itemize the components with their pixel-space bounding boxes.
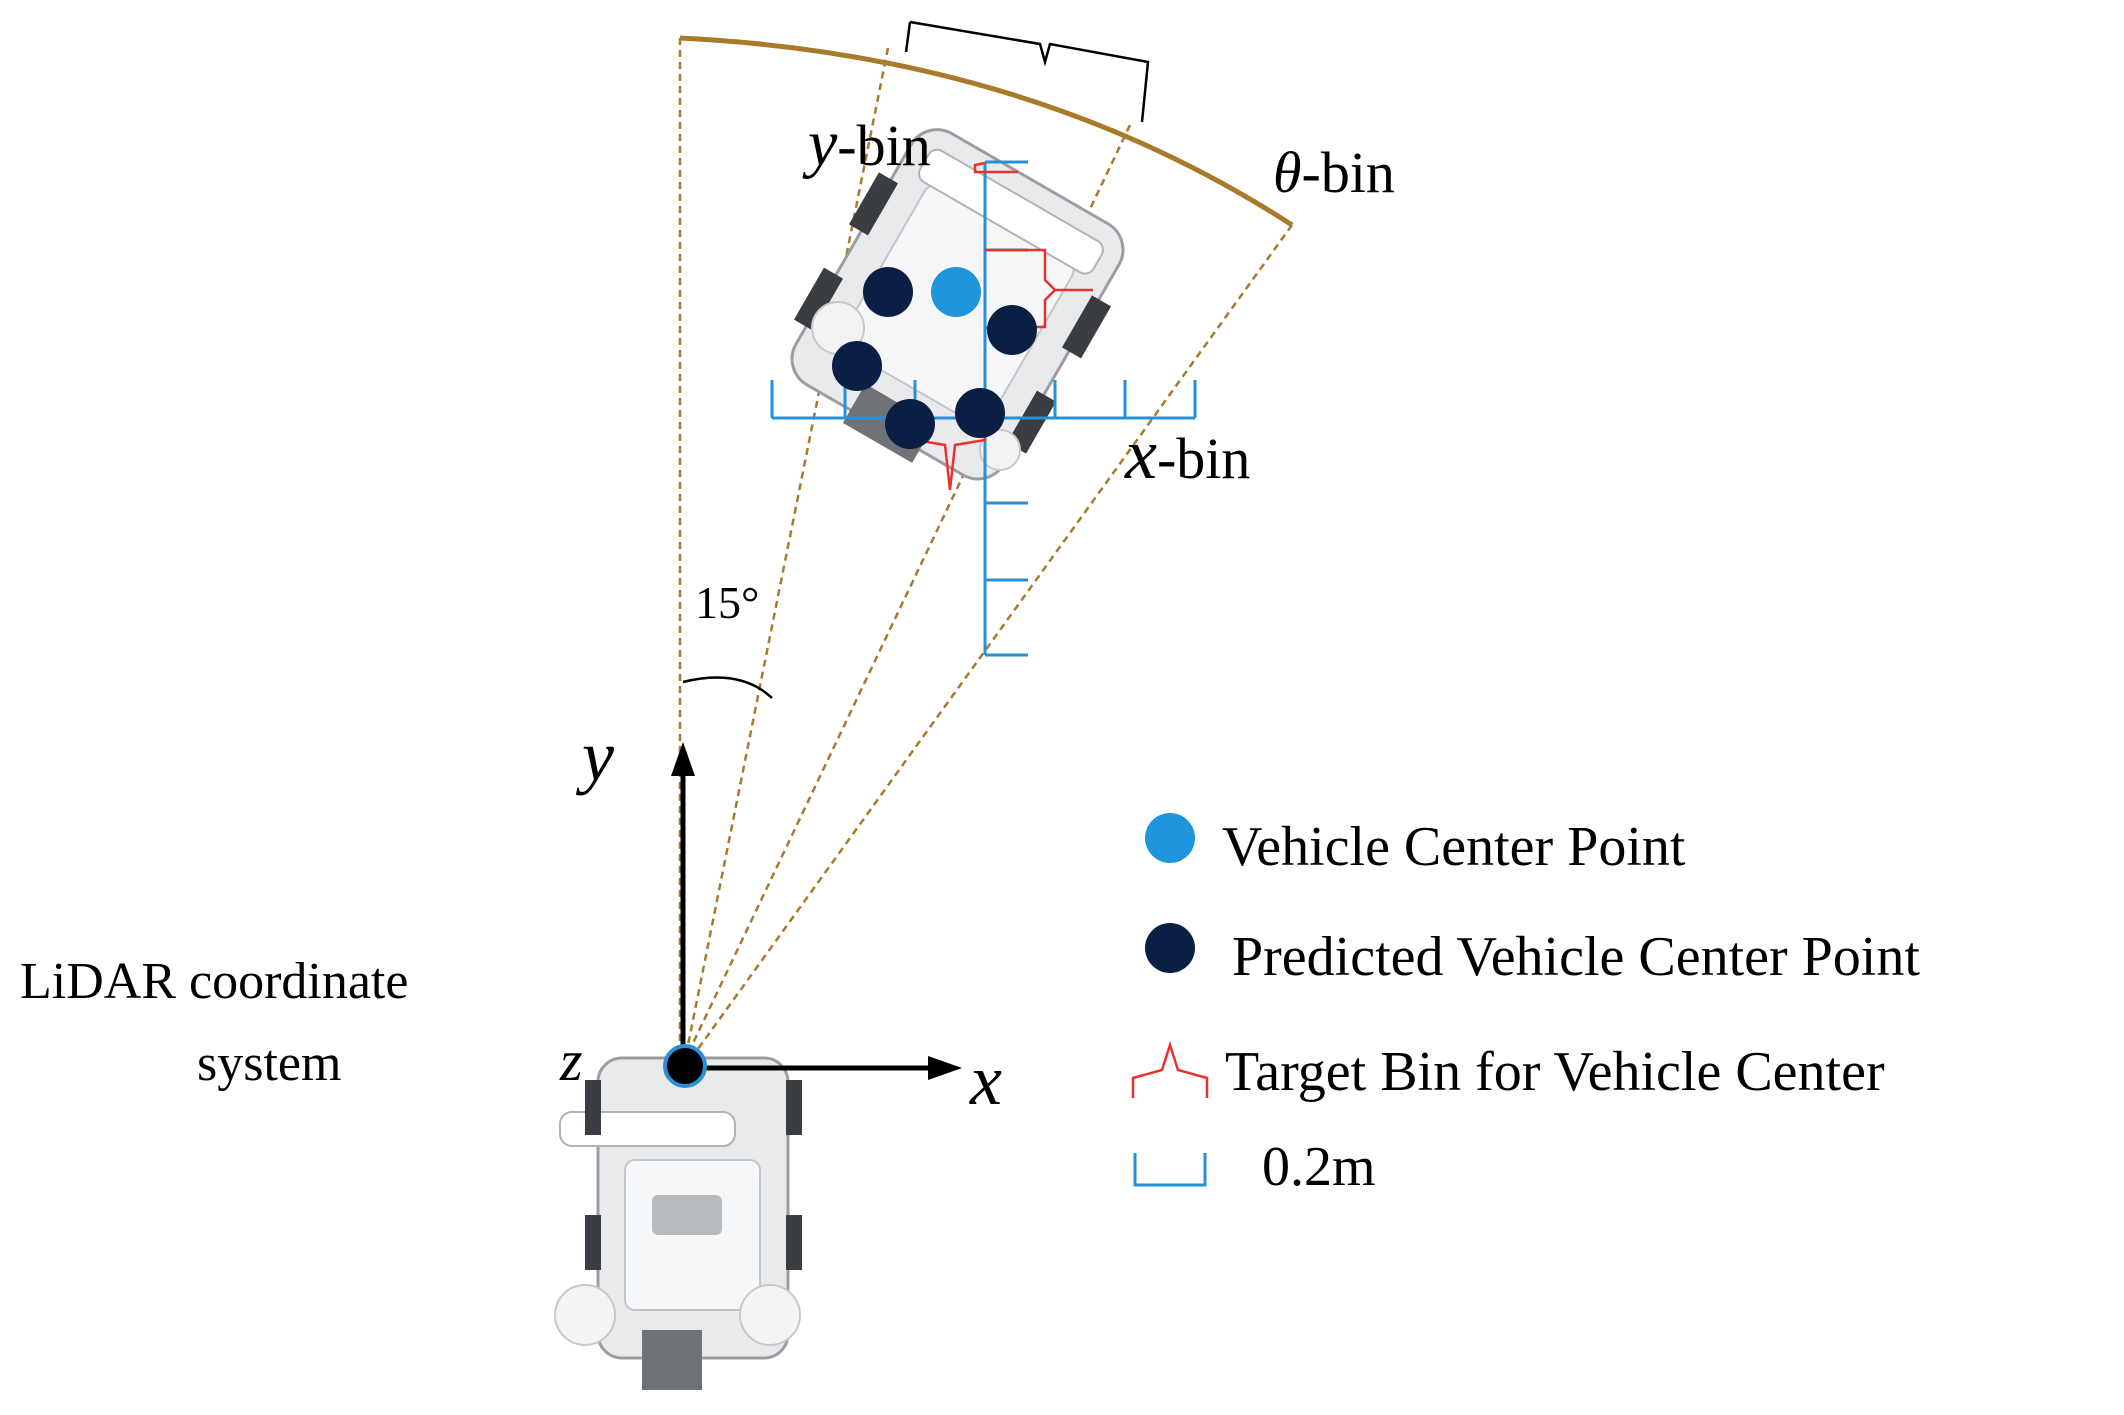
sector-ray-inner-left: [683, 47, 890, 1061]
x-bin-var: x: [1124, 414, 1157, 494]
lidar-origin: [663, 1044, 707, 1088]
x-axis-arrowhead: [928, 1056, 962, 1080]
ego-vehicle-control: [652, 1195, 722, 1235]
target-vehicle-wheel-1: [848, 172, 899, 236]
z-axis-label: z: [559, 1028, 583, 1093]
lidar-label-line2: system: [197, 1035, 341, 1092]
legend: Vehicle Center Point Predicted Vehicle C…: [1131, 813, 1920, 1198]
center-points: [832, 267, 1037, 449]
target-vehicle-bumper: [918, 148, 1104, 275]
legend-target-bin-label: Target Bin for Vehicle Center: [1225, 1041, 1885, 1103]
predicted-center-point-4: [885, 399, 935, 449]
target-bin-bracket-top: [973, 161, 1018, 174]
legend-scale-marker: [1133, 1153, 1207, 1187]
top-bracket-left: [904, 21, 912, 53]
legend-scale-label: 0.2m: [1262, 1136, 1376, 1198]
angle-label: 15°: [695, 577, 759, 628]
x-bin-text: -bin: [1157, 426, 1250, 491]
y-bin-var: y: [802, 107, 838, 180]
ego-vehicle-bumper: [559, 1111, 736, 1147]
ego-vehicle-mount: [642, 1330, 702, 1390]
y-axis-label: y: [575, 716, 614, 796]
x-bin-label: x-bin: [1124, 414, 1250, 494]
lidar-axes: [663, 742, 962, 1088]
predicted-center-point-5: [955, 388, 1005, 438]
lidar-label-line1: LiDAR coordinate: [20, 953, 408, 1010]
angle-arc: [682, 676, 773, 699]
predicted-center-point-2: [987, 305, 1037, 355]
ego-vehicle-wheel-2: [786, 1080, 802, 1135]
ego-vehicle-wheel-4: [786, 1215, 802, 1270]
top-bracket: [909, 20, 1150, 123]
legend-predicted-center-marker: [1145, 923, 1195, 973]
theta-bin-var: θ: [1273, 140, 1302, 205]
target-vehicle-wheel-3: [793, 267, 844, 331]
vehicle-center-point: [931, 267, 981, 317]
ego-vehicle-light-1: [554, 1284, 616, 1346]
predicted-center-point-1: [863, 267, 913, 317]
ego-vehicle-wheel-3: [585, 1215, 601, 1270]
target-vehicle-wheel-4: [1006, 390, 1057, 454]
theta-bin-label: θ-bin: [1273, 140, 1395, 205]
theta-arc: [679, 35, 1294, 228]
ego-vehicle-wheel-1: [585, 1080, 601, 1135]
y-bin-text: -bin: [837, 113, 930, 178]
x-axis-label: x: [969, 1040, 1002, 1120]
y-axis-arrowhead: [671, 742, 695, 776]
predicted-center-point-3: [832, 341, 882, 391]
legend-vehicle-center-marker: [1145, 813, 1195, 863]
theta-bin-text: -bin: [1302, 140, 1395, 205]
target-vehicle-wheel-2: [1061, 295, 1112, 359]
legend-target-bin-marker: [1131, 1040, 1209, 1098]
ego-vehicle-light-2: [739, 1284, 801, 1346]
sector-ray-right: [688, 224, 1294, 1061]
legend-vehicle-center-label: Vehicle Center Point: [1222, 816, 1686, 878]
target-vehicle-light-2: [979, 429, 1021, 471]
legend-predicted-center-label: Predicted Vehicle Center Point: [1232, 926, 1920, 988]
ego-vehicle: [554, 1056, 802, 1390]
y-bin-label: y-bin: [802, 107, 931, 180]
